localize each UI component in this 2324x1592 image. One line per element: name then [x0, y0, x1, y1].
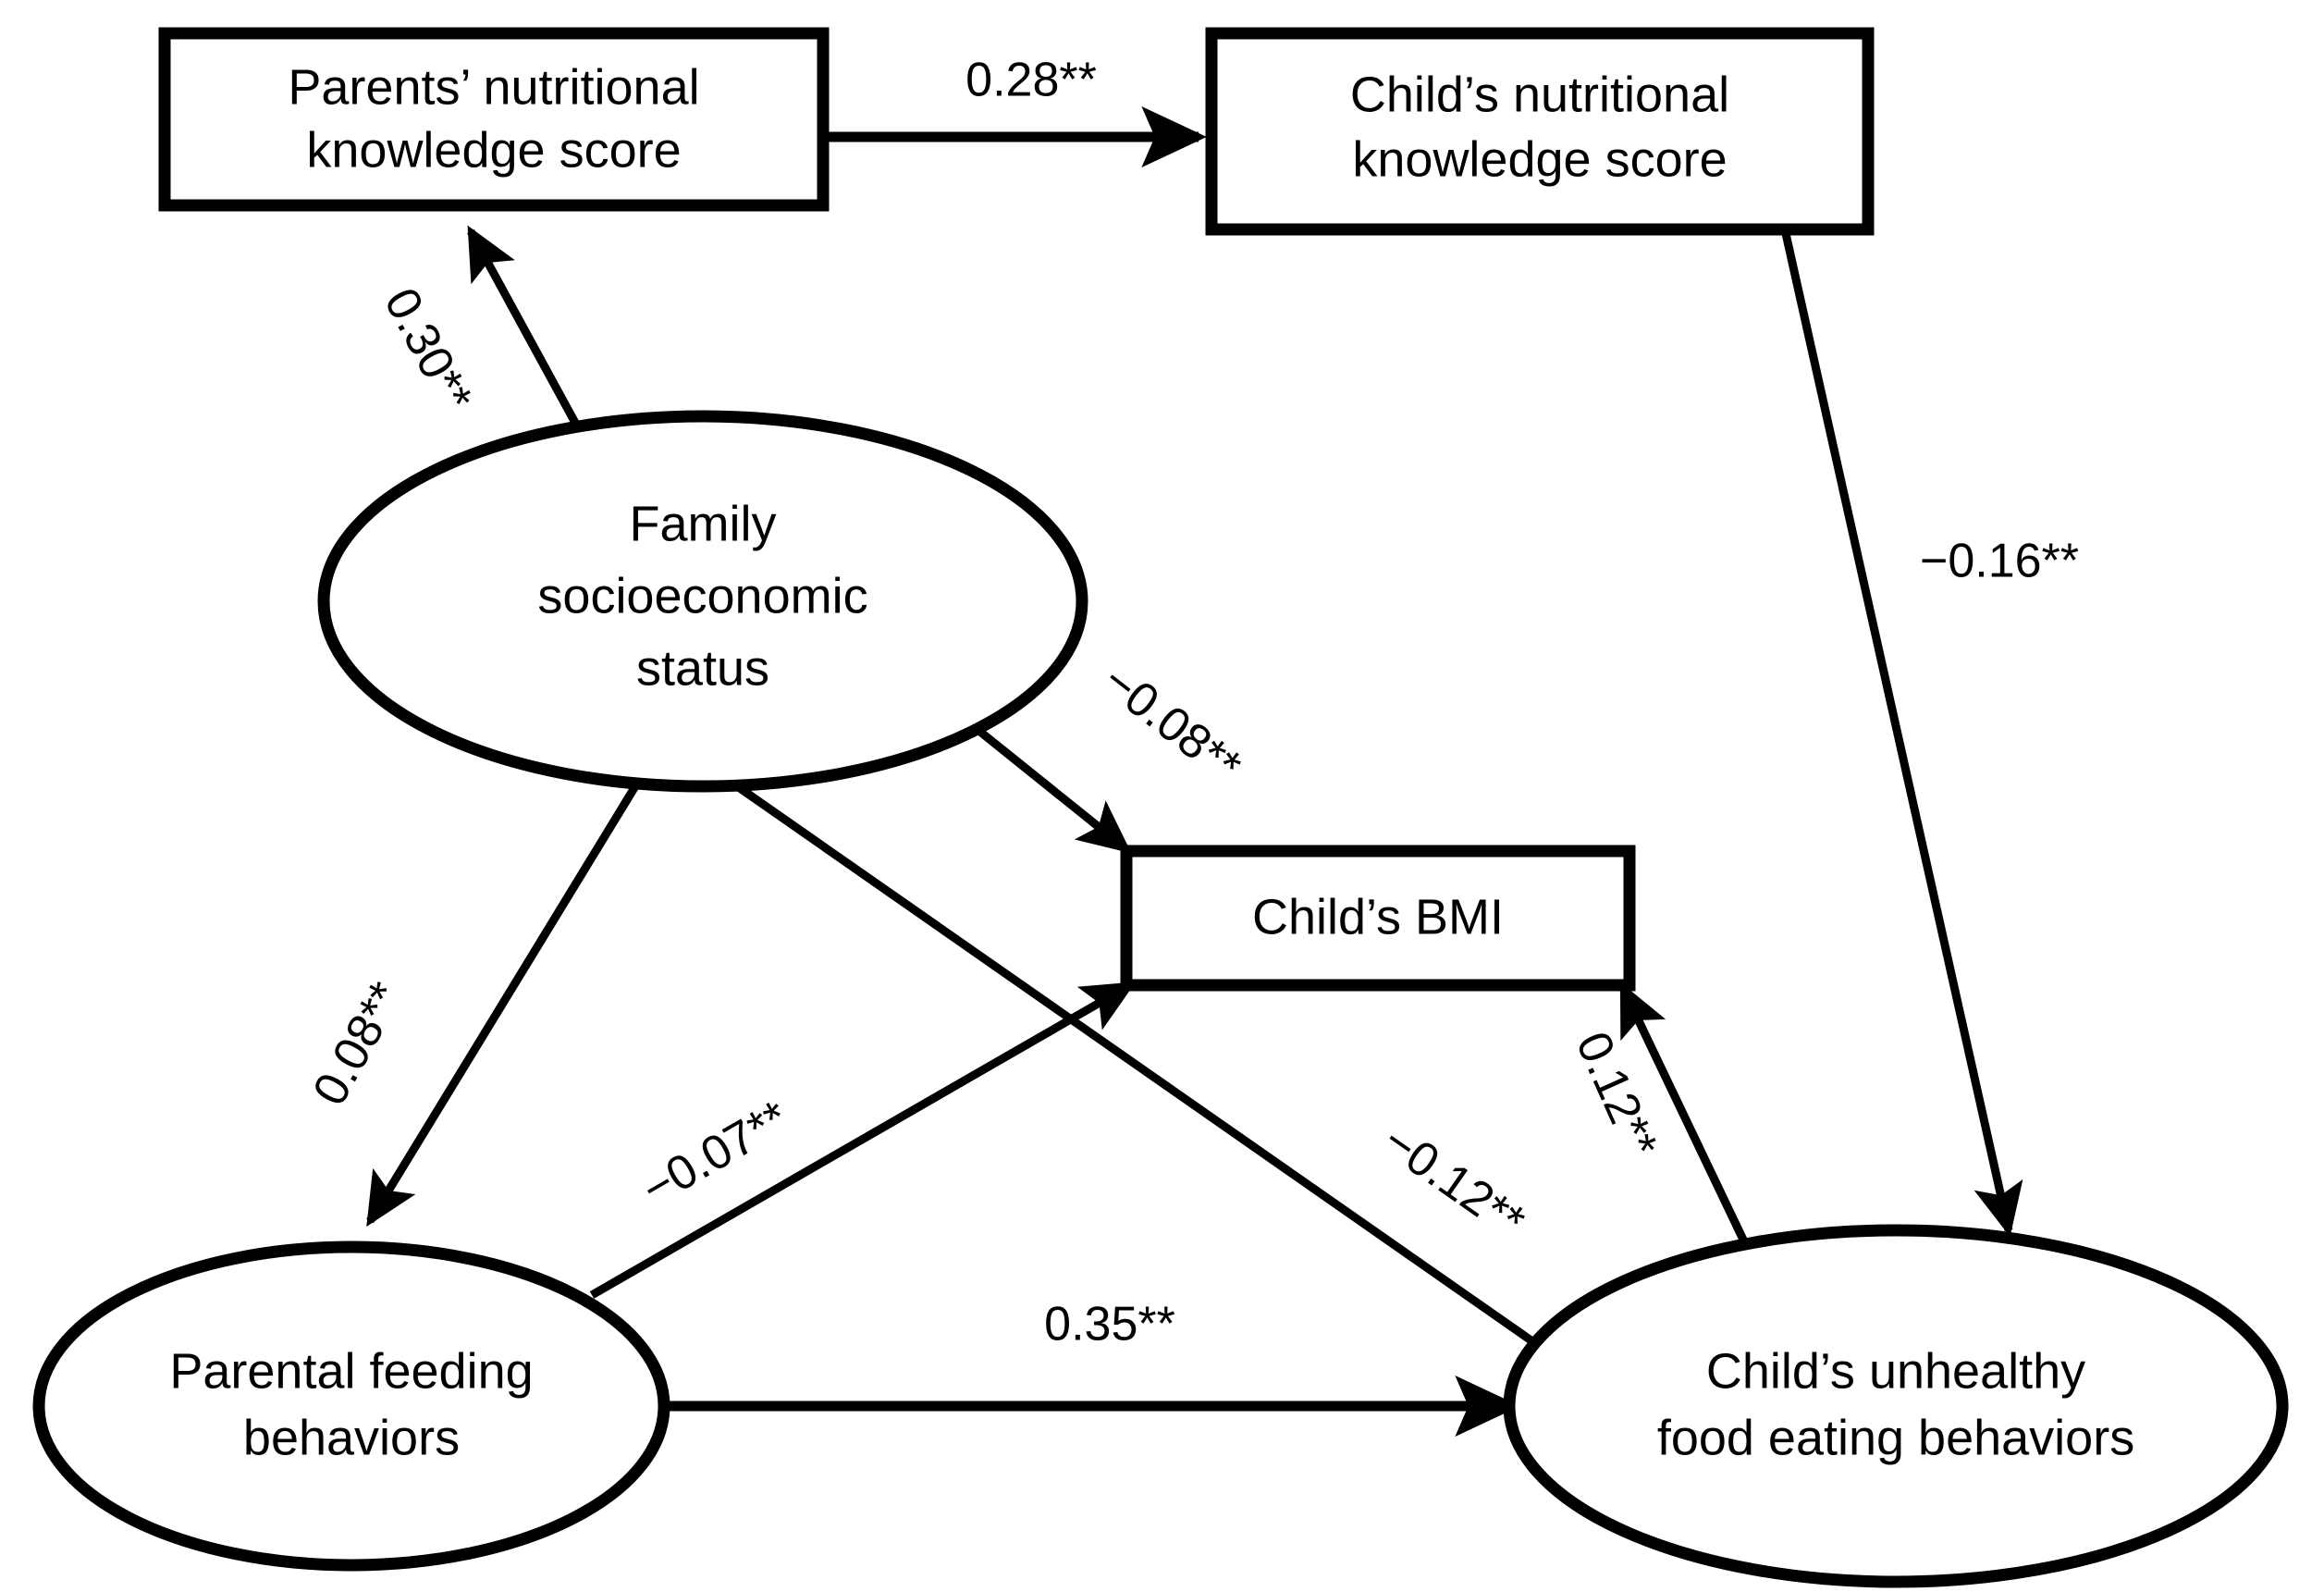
- node-parents-knowledge-label-line1: Parents’ nutritional: [288, 59, 699, 115]
- node-family-ses[interactable]: Family socioeconomic status: [317, 410, 1088, 793]
- edge-label-ses-to-unhealthy: −0.12**: [1373, 1114, 1534, 1249]
- edge-feeding-to-bmi: [589, 981, 1137, 1299]
- node-family-ses-label-line1: Family: [630, 496, 777, 551]
- edge-ses-to-parental-feeding: [366, 779, 642, 1228]
- node-child-unhealthy-label-line1: Child’s unhealthy: [1706, 1343, 2085, 1399]
- edge-label-parents-to-child-knowledge: 0.28**: [965, 54, 1097, 107]
- node-child-unhealthy-label-line2: food eating behaviors: [1657, 1410, 2134, 1465]
- edge-unhealthy-to-bmi: [1618, 981, 1766, 1280]
- node-parental-feeding-label-line2: behaviors: [243, 1410, 460, 1465]
- node-family-ses-label-line2: socioeconomic: [537, 568, 867, 623]
- node-parents-knowledge[interactable]: Parents’ nutritional knowledge score: [158, 27, 830, 212]
- edge-ses-to-unhealthy: [728, 778, 1578, 1374]
- node-child-bmi[interactable]: Child’s BMI: [1120, 845, 1636, 992]
- edge-label-ses-to-bmi: −0.08**: [1092, 654, 1250, 795]
- node-child-knowledge[interactable]: Child’s nutritional knowledge score: [1205, 27, 1875, 236]
- edge-child-knowledge-to-unhealthy: [1780, 228, 2023, 1238]
- node-parental-feeding-label-line1: Parental feeding: [169, 1343, 533, 1399]
- node-parental-feeding[interactable]: Parental feeding behaviors: [32, 1240, 670, 1572]
- node-child-knowledge-label-line2: knowledge score: [1352, 131, 1727, 187]
- edge-ses-to-bmi: [959, 713, 1132, 854]
- node-child-unhealthy[interactable]: Child’s unhealthy food eating behaviors: [1503, 1224, 2289, 1588]
- edge-label-ses-to-parents-knowledge: 0.30**: [374, 279, 483, 420]
- node-family-ses-label-line3: status: [636, 640, 769, 696]
- edge-ses-to-parents-knowledge: [467, 225, 584, 436]
- edge-label-feeding-to-unhealthy: 0.35**: [1044, 1298, 1175, 1351]
- edge-label-ses-to-parental-feeding: 0.08**: [302, 973, 412, 1114]
- node-child-knowledge-label-line1: Child’s nutritional: [1350, 67, 1729, 122]
- node-parents-knowledge-label-line2: knowledge score: [306, 122, 681, 178]
- edge-label-feeding-to-bmi: −0.07**: [633, 1091, 797, 1216]
- edge-label-child-knowledge-to-unhealthy: −0.16**: [1920, 535, 2079, 588]
- node-child-bmi-label: Child’s BMI: [1252, 889, 1504, 944]
